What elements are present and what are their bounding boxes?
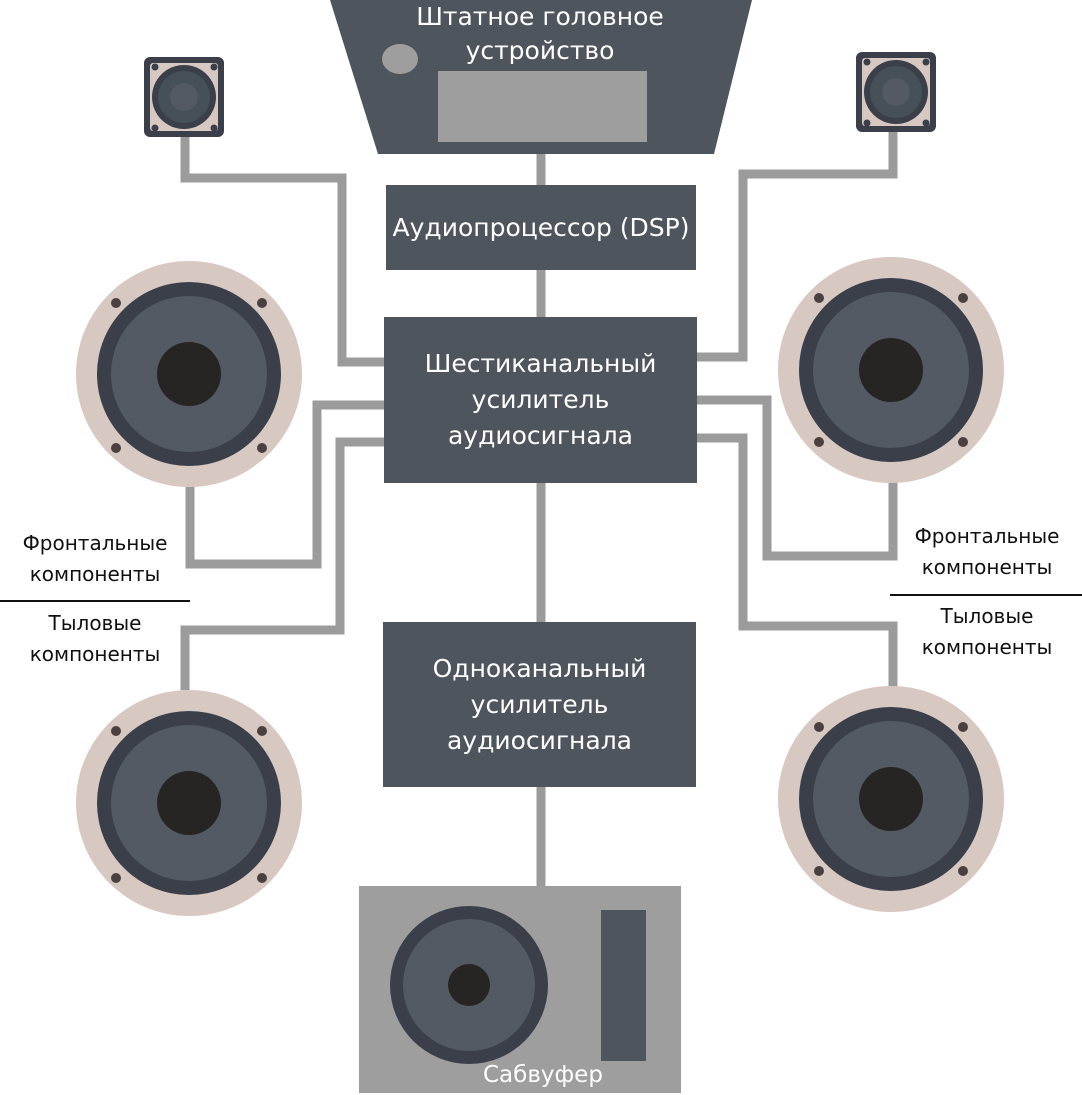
- wire-right-front: [697, 395, 898, 561]
- head-unit-label: Штатное головное устройство: [416, 2, 664, 65]
- subwoofer-label: Сабвуфер: [483, 1062, 603, 1088]
- speaker-front-left: [76, 261, 302, 487]
- left-divider: [0, 600, 190, 602]
- speaker-rear-left: [76, 690, 302, 916]
- subwoofer: [359, 886, 681, 1093]
- tweeter-right: [856, 52, 936, 132]
- head-unit-knob: [382, 44, 418, 74]
- tweeter-left: [144, 57, 224, 137]
- mono-amplifier-box: Одноканальный усилитель аудиосигнала: [383, 622, 696, 787]
- subwoofer-port: [601, 910, 646, 1061]
- wire-left-tweeter: [180, 135, 386, 367]
- left-rear-components-label: Тыловые компоненты: [29, 611, 161, 666]
- right-rear-components-label: Тыловые компоненты: [921, 604, 1053, 659]
- wire-left-front: [185, 400, 386, 569]
- dsp-box: Аудиопроцессор (DSP): [386, 185, 696, 270]
- six-channel-amplifier-box: Шестиканальный усилитель аудиосигнала: [384, 317, 697, 483]
- speaker-front-right: [778, 257, 1004, 483]
- wire-left-rear: [180, 437, 386, 690]
- speaker-rear-right: [778, 686, 1004, 912]
- wires: [180, 130, 898, 890]
- right-divider: [890, 594, 1082, 596]
- head-unit-screen: [438, 71, 647, 142]
- right-front-components-label: Фронтальные компоненты: [914, 524, 1060, 579]
- wire-right-tweeter: [697, 130, 898, 362]
- wire-right-rear: [697, 433, 898, 690]
- left-front-components-label: Фронтальные компоненты: [22, 531, 168, 586]
